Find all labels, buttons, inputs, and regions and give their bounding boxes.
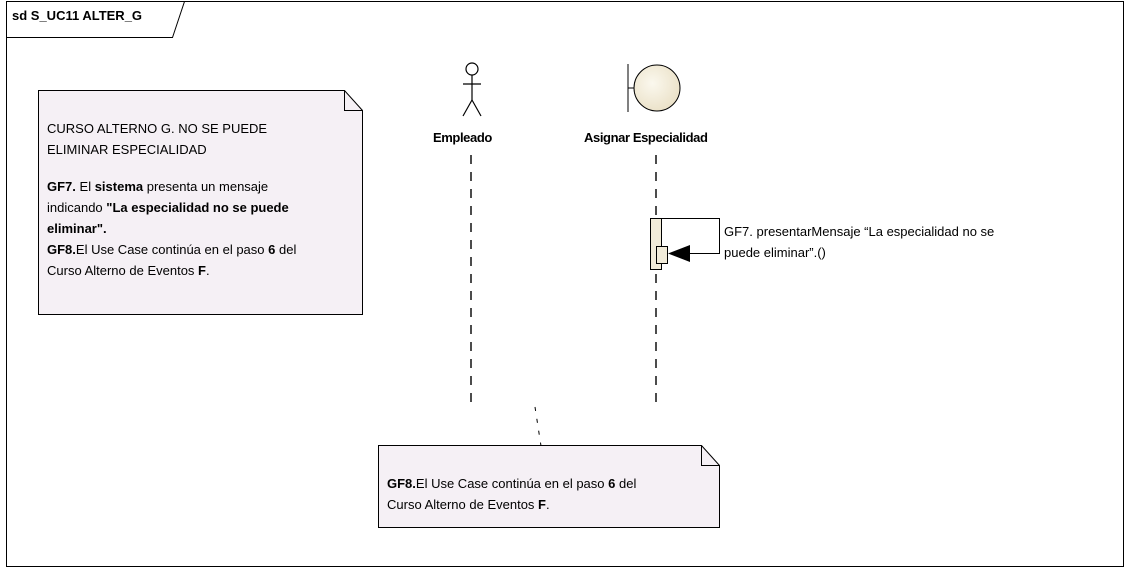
note-1-text-run: . xyxy=(205,263,210,278)
gf7-label: GF7. xyxy=(47,179,76,194)
note-1-title-line-2: ELIMINAR ESPECIALIDAD xyxy=(47,142,207,157)
lifeline-label-empleado: Empleado xyxy=(433,130,492,145)
note-2-line-1: GF8.El Use Case continúa en el paso 6 de… xyxy=(387,473,707,494)
activation-bar-nested xyxy=(656,246,668,264)
note-2-fold xyxy=(701,445,720,466)
note-2-text-run: Curso Alterno de Eventos xyxy=(387,497,539,512)
activation-bar xyxy=(650,218,662,270)
message-label: GF7. presentarMensaje “La especialidad n… xyxy=(724,221,994,263)
lifeline-label-asignar-especialidad: Asignar Especialidad xyxy=(584,130,708,145)
diagram-frame xyxy=(6,1,1124,567)
note-1-gf8-line-2: Curso Alterno de Eventos F. xyxy=(47,260,352,281)
gf8-label: GF8. xyxy=(387,476,416,491)
note-1-fold xyxy=(344,90,363,111)
frame-title: sd S_UC11 ALTER_G xyxy=(12,8,143,23)
note-anchor-line xyxy=(534,406,542,447)
note-1-text: CURSO ALTERNO G. NO SE PUEDE ELIMINAR ES… xyxy=(47,118,352,281)
note-1-gf8-line-1: GF8.El Use Case continúa en el paso 6 de… xyxy=(47,239,352,260)
note-1-bold-run: "La especialidad no se puede xyxy=(106,200,289,215)
note-1-bold-run: sistema xyxy=(94,179,144,194)
note-1-gf7-line-2: indicando "La especialidad no se puede xyxy=(47,197,352,218)
note-1-bold-run: F xyxy=(198,263,206,278)
note-2-text-run: del xyxy=(615,476,637,491)
note-2-bold-run: F xyxy=(538,497,546,512)
note-1-gf7-line-3: eliminar". xyxy=(47,218,352,239)
note-1-text-run: presenta un mensaje xyxy=(143,179,269,194)
actor-icon xyxy=(462,62,482,117)
note-1-gf7-line-1: GF7. El sistema presenta un mensaje xyxy=(47,176,352,197)
note-2-line-2: Curso Alterno de Eventos F. xyxy=(387,494,707,515)
frame-title-tab xyxy=(6,1,185,38)
note-2-text: GF8.El Use Case continúa en el paso 6 de… xyxy=(387,473,707,515)
note-1-title-line-1: CURSO ALTERNO G. NO SE PUEDE xyxy=(47,121,268,136)
note-1-bold-run: eliminar". xyxy=(47,221,107,236)
message-label-line-2: puede eliminar”.() xyxy=(724,245,826,260)
note-2-text-run: . xyxy=(545,497,550,512)
note-1-text-run: indicando xyxy=(47,200,107,215)
note-1-text-run: El xyxy=(75,179,95,194)
note-1-text-run: del xyxy=(275,242,297,257)
note-2-bold-run: 6 xyxy=(608,476,616,491)
boundary-icon xyxy=(627,64,681,112)
note-1-bold-run: 6 xyxy=(268,242,276,257)
self-message-line xyxy=(661,218,720,254)
message-label-line-1: GF7. presentarMensaje “La especialidad n… xyxy=(724,224,995,239)
gf8-label: GF8. xyxy=(47,242,76,257)
note-1-text-run: Curso Alterno de Eventos xyxy=(47,263,199,278)
message-arrowhead xyxy=(668,245,690,262)
note-1-text-run: El Use Case continúa en el paso xyxy=(75,242,269,257)
note-2-text-run: El Use Case continúa en el paso xyxy=(415,476,609,491)
note-2-shape xyxy=(378,445,720,528)
note-1-shape xyxy=(38,90,363,315)
